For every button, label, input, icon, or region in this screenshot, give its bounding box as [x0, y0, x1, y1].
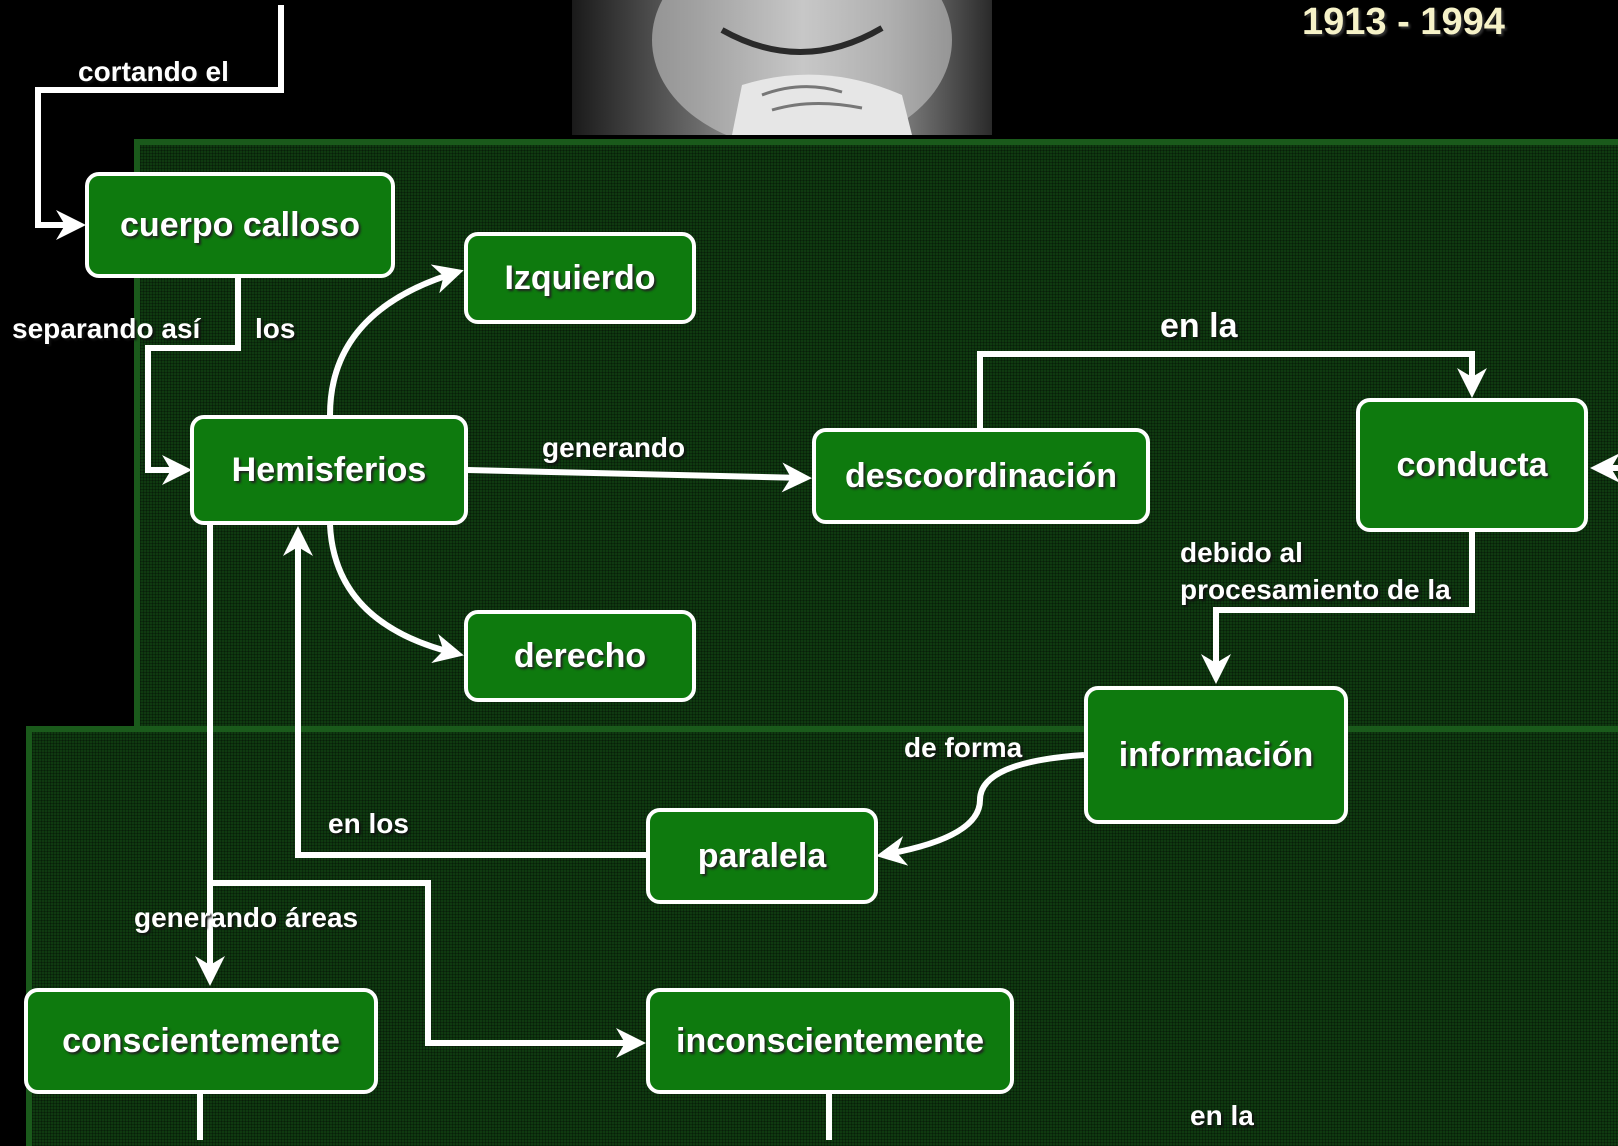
node-cuerpo-calloso: cuerpo calloso — [85, 172, 395, 278]
node-conducta: conducta — [1356, 398, 1588, 532]
node-conscientemente: conscientemente — [24, 988, 378, 1094]
link-label-generando: generando — [542, 432, 686, 463]
link-label-separando-asi: separando así — [12, 313, 201, 344]
node-informacion: información — [1084, 686, 1348, 824]
link-label-en-los: en los — [328, 808, 409, 839]
link-label-en-la-top: en la — [1160, 307, 1238, 345]
link-label-cortando-el: cortando el — [78, 56, 229, 87]
years-label: 1913 - 1994 — [1302, 1, 1505, 43]
node-hemisferios: Hemisferios — [190, 415, 468, 525]
node-izquierdo: Izquierdo — [464, 232, 696, 324]
node-paralela: paralela — [646, 808, 878, 904]
link-label-procesamiento-de-la: procesamiento de la — [1180, 574, 1451, 605]
node-derecho: derecho — [464, 610, 696, 702]
link-label-debido-al: debido al — [1180, 537, 1303, 568]
link-label-los: los — [255, 313, 296, 344]
node-inconscientemente: inconscientemente — [646, 988, 1014, 1094]
link-label-generando-areas: generando áreas — [134, 902, 359, 933]
portrait-photo-icon — [572, 0, 992, 135]
link-label-de-forma: de forma — [904, 732, 1023, 763]
node-descoordinacion: descoordinación — [812, 428, 1150, 524]
link-label-en-la-bottom: en la — [1190, 1100, 1254, 1131]
